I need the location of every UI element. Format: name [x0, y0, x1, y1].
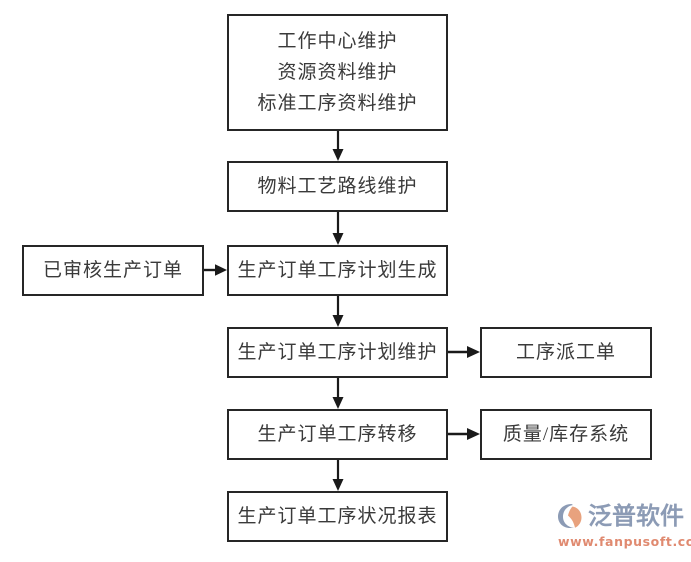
- fanpu-logo-icon: [558, 504, 582, 528]
- connector-route-to-generate: [330, 212, 346, 246]
- node-material-route-label: 物料工艺路线维护: [257, 176, 418, 197]
- node-base-data-line-2: 资源资料维护: [277, 62, 398, 83]
- brand-url: www.fanpusoft.com: [558, 534, 691, 549]
- node-approved-order-label: 已审核生产订单: [42, 260, 183, 281]
- node-status-report[interactable]: 生产订单工序状况报表: [227, 491, 448, 542]
- connector-generate-to-maintain: [330, 296, 346, 328]
- node-operation-transfer[interactable]: 生产订单工序转移: [227, 409, 448, 460]
- connector-maintain-to-transfer: [330, 378, 346, 410]
- connector-transfer-to-report: [330, 460, 346, 492]
- node-plan-maintain[interactable]: 生产订单工序计划维护: [227, 327, 448, 378]
- node-dispatch-order-label: 工序派工单: [515, 342, 616, 363]
- connector-transfer-to-quality: [448, 426, 481, 442]
- node-operation-transfer-label: 生产订单工序转移: [257, 424, 418, 445]
- brand-logo-row: 泛普软件: [556, 502, 684, 530]
- node-material-route[interactable]: 物料工艺路线维护: [227, 161, 448, 212]
- node-approved-order[interactable]: 已审核生产订单: [22, 245, 204, 296]
- connector-maintain-to-dispatch: [448, 344, 481, 360]
- node-plan-generate-label: 生产订单工序计划生成: [237, 260, 438, 281]
- connector-approved-to-generate: [204, 262, 228, 278]
- brand-watermark: 泛普软件 www.fanpusoft.com: [556, 502, 691, 558]
- node-status-report-label: 生产订单工序状况报表: [237, 506, 438, 527]
- node-base-data-line-1: 工作中心维护: [277, 31, 398, 52]
- brand-name: 泛普软件: [588, 502, 684, 530]
- node-quality-inventory[interactable]: 质量/库存系统: [480, 409, 652, 460]
- node-base-data[interactable]: 工作中心维护 资源资料维护 标准工序资料维护: [227, 14, 448, 131]
- node-plan-generate[interactable]: 生产订单工序计划生成: [227, 245, 448, 296]
- node-base-data-line-3: 标准工序资料维护: [257, 93, 418, 114]
- node-plan-maintain-label: 生产订单工序计划维护: [237, 342, 438, 363]
- node-dispatch-order[interactable]: 工序派工单: [480, 327, 652, 378]
- connector-base-to-route: [330, 131, 346, 162]
- node-quality-inventory-label: 质量/库存系统: [502, 424, 630, 445]
